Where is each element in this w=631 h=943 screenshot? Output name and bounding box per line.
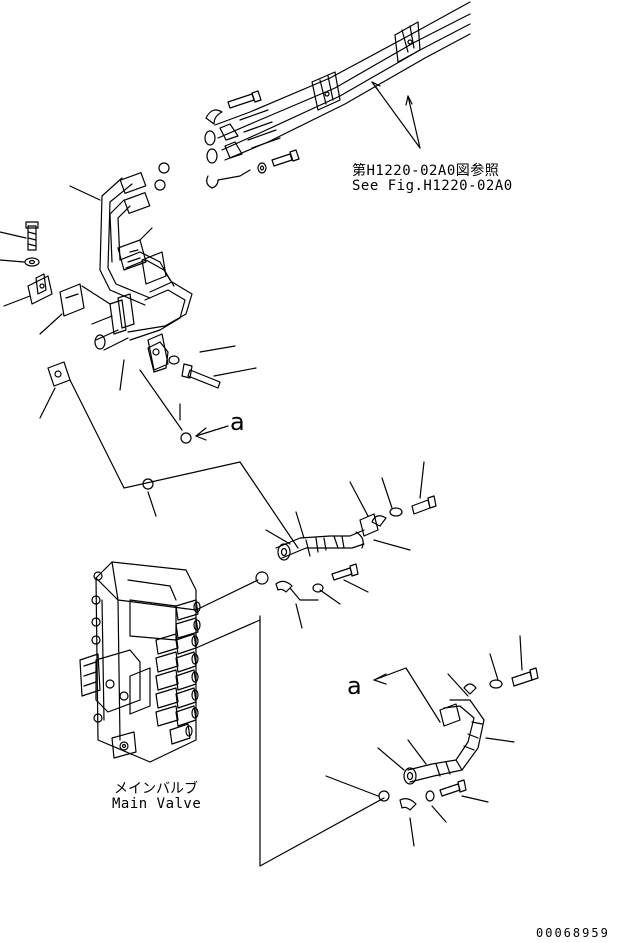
center-bolt bbox=[148, 342, 220, 388]
lower-hose bbox=[400, 668, 538, 810]
top-bolts bbox=[205, 91, 299, 188]
reference-label-japanese: 第H1220-02A0図参照 bbox=[352, 163, 500, 179]
left-leaders bbox=[0, 186, 256, 430]
main-valve-label-japanese: メインバルブ bbox=[114, 781, 198, 797]
middle-hose bbox=[256, 496, 436, 600]
main-valve-label-english: Main Valve bbox=[112, 796, 202, 812]
connection-lines bbox=[70, 380, 389, 866]
upper-o-rings bbox=[155, 163, 169, 190]
upper-clamps bbox=[312, 22, 420, 110]
left-block-clamps bbox=[110, 240, 168, 370]
main-valve bbox=[80, 562, 260, 762]
valve-left-ports bbox=[92, 572, 102, 722]
view-mark-a-bottom: a bbox=[347, 672, 362, 700]
reference-leaders bbox=[372, 82, 420, 148]
view-a-ring-top bbox=[181, 426, 228, 443]
reference-label-english: See Fig.H1220-02A0 bbox=[352, 178, 513, 194]
view-mark-a-top: a bbox=[230, 408, 245, 436]
upper-hose-bundle bbox=[215, 2, 470, 160]
lower-leaders bbox=[326, 636, 522, 846]
valve-right-ports bbox=[156, 600, 200, 744]
left-fasteners bbox=[25, 222, 105, 386]
document-number: 00068959 bbox=[536, 926, 610, 940]
left-tube-assembly bbox=[92, 173, 192, 350]
middle-leaders bbox=[266, 462, 424, 628]
